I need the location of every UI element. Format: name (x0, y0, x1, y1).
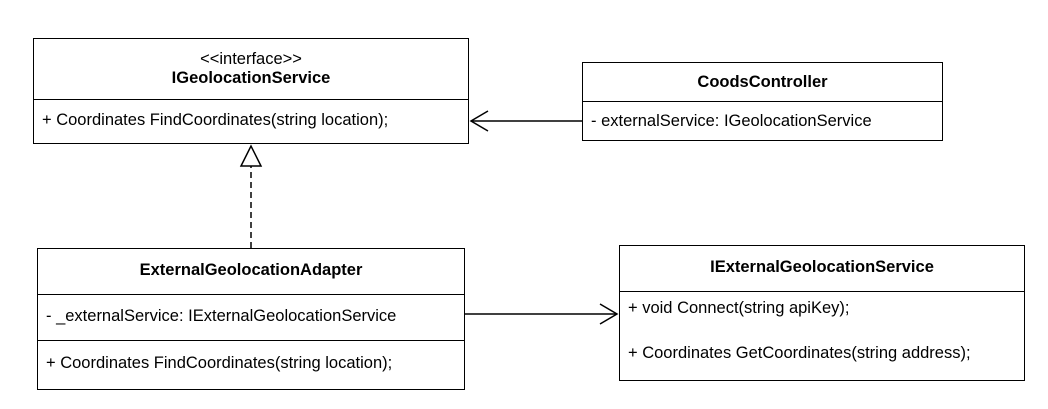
class-iexternal-geolocation-service: IExternalGeolocationService + void Conne… (619, 245, 1025, 381)
attribute-external-service: - _externalService: IExternalGeolocation… (46, 307, 397, 325)
class-igeolocation-service: <<interface>> IGeolocationService + Coor… (33, 38, 469, 144)
class-header: IExternalGeolocationService (620, 246, 1024, 291)
attributes-compartment: - externalService: IGeolocationService (583, 101, 942, 140)
dependency-arrow (465, 303, 619, 325)
methods-compartment: + Coordinates FindCoordinates(string loc… (34, 99, 468, 143)
methods-compartment: + void Connect(string apiKey); + Coordin… (620, 291, 1024, 380)
methods-compartment: + Coordinates FindCoordinates(string loc… (38, 340, 464, 388)
class-name: IGeolocationService (171, 69, 331, 87)
association-arrow (469, 110, 582, 132)
method-find-coordinates: + Coordinates FindCoordinates(string loc… (46, 354, 393, 372)
method-find-coordinates: + Coordinates FindCoordinates(string loc… (42, 111, 389, 129)
attributes-compartment: - _externalService: IExternalGeolocation… (38, 294, 464, 340)
attribute-external-service: - externalService: IGeolocationService (591, 112, 872, 130)
class-name: CoodsController (697, 73, 828, 91)
class-external-geolocation-adapter: ExternalGeolocationAdapter - _externalSe… (37, 248, 465, 390)
method-get-coordinates: + Coordinates GetCoordinates(string addr… (628, 344, 971, 362)
class-name: ExternalGeolocationAdapter (139, 261, 363, 279)
realization-arrow (239, 144, 263, 248)
method-connect: + void Connect(string apiKey); (628, 299, 850, 317)
class-header: ExternalGeolocationAdapter (38, 249, 464, 294)
class-header: CoodsController (583, 63, 942, 101)
class-name: IExternalGeolocationService (710, 258, 934, 276)
stereotype-label: <<interface>> (200, 50, 302, 68)
class-coods-controller: CoodsController - externalService: IGeol… (582, 62, 943, 141)
class-header: <<interface>> IGeolocationService (34, 39, 468, 99)
